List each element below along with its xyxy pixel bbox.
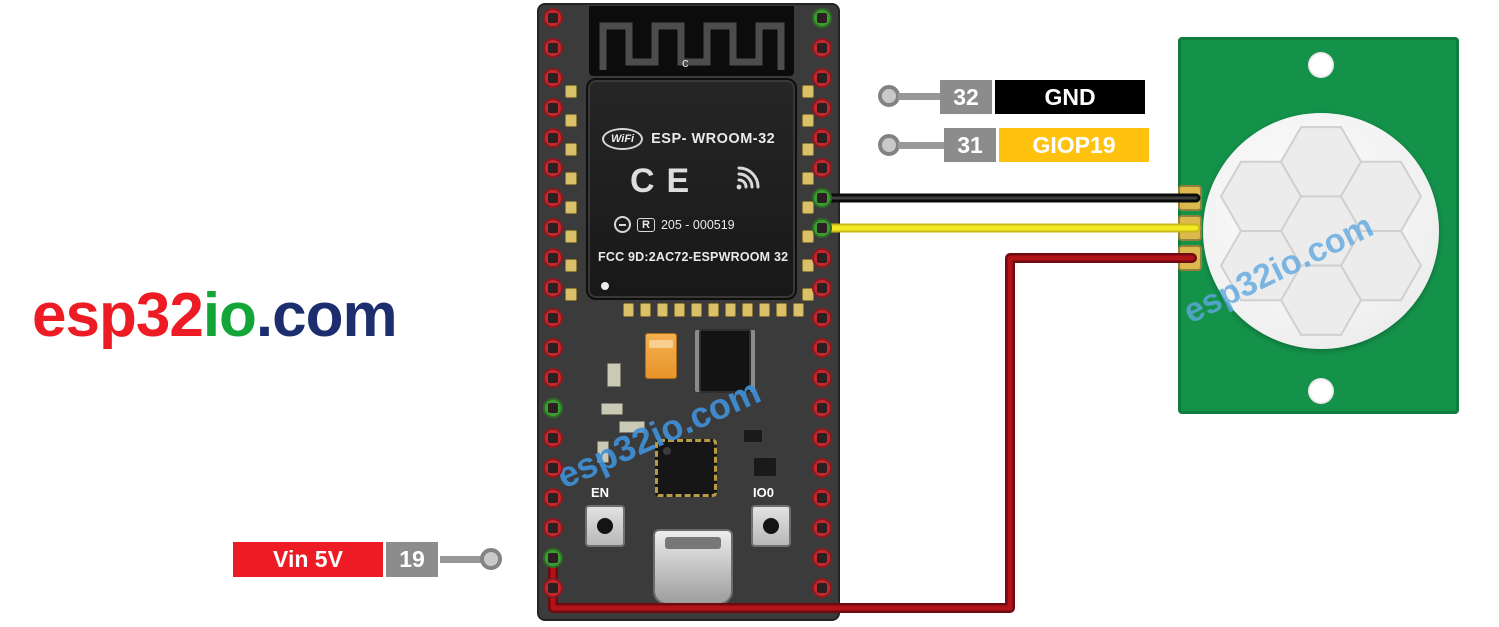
passive-component	[601, 403, 623, 415]
solder-pad	[691, 303, 702, 317]
pin1-dot	[601, 282, 609, 290]
solder-pad	[674, 303, 685, 317]
solder-pad	[802, 288, 814, 301]
gpio19-label: GIOP19	[999, 128, 1149, 162]
solder-pad	[802, 143, 814, 156]
solder-pad	[565, 114, 577, 127]
fcc-id-label: FCC 9D:2AC72-ESPWROOM 32	[598, 250, 789, 264]
mounting-hole-top	[1308, 52, 1334, 78]
solder-pad	[623, 303, 634, 317]
solder-pad	[565, 230, 577, 243]
solder-pad	[708, 303, 719, 317]
solder-pad	[565, 143, 577, 156]
logo-com-text: .com	[255, 281, 398, 350]
solder-pad	[759, 303, 770, 317]
solder-pad	[802, 114, 814, 127]
solder-pad	[742, 303, 753, 317]
en-button-label: EN	[591, 485, 610, 500]
ce-mark-label: CE	[630, 162, 702, 200]
logo-io-text: io	[202, 281, 257, 350]
usb-port-opening	[665, 537, 721, 549]
vin-label: Vin 5V	[233, 542, 383, 577]
cert-circle-mark	[614, 216, 631, 233]
esp32-dev-board: c WiFi ESP- WROOM-32 CE R 205 - 000519 F…	[537, 3, 840, 621]
pcb-antenna	[589, 6, 794, 76]
wifi-logo-badge: WiFi	[602, 128, 644, 150]
gnd-lead-circle	[878, 85, 900, 107]
solder-pad	[565, 172, 577, 185]
micro-usb-connector	[653, 529, 733, 605]
gpio19-lead-stem	[898, 142, 944, 149]
gpio19-pin-number: 31	[944, 128, 996, 162]
module-name-label: ESP- WROOM-32	[651, 131, 776, 147]
passive-component	[607, 363, 621, 387]
sensor-pin-out	[1178, 215, 1202, 241]
solder-pad	[802, 201, 814, 214]
solder-pad	[725, 303, 736, 317]
small-ic	[753, 457, 777, 477]
metal-shield: WiFi ESP- WROOM-32 CE R 205 - 000519 FCC…	[586, 78, 797, 300]
solder-pad	[776, 303, 787, 317]
io0-button-label: IO0	[753, 485, 774, 500]
gnd-label: GND	[995, 80, 1145, 114]
reg-mark: R	[637, 217, 655, 232]
io0-button	[751, 505, 791, 547]
regulator-ic	[699, 329, 751, 393]
usb-uart-chip	[655, 439, 717, 497]
wifi-arcs-icon	[736, 166, 760, 190]
small-ic	[743, 429, 763, 443]
solder-pad	[640, 303, 651, 317]
site-logo: esp32io.com	[32, 280, 398, 351]
en-button	[585, 505, 625, 547]
logo-esp32-text: esp32	[32, 281, 204, 350]
mounting-hole-bottom	[1308, 378, 1334, 404]
vin-lead-stem	[440, 556, 482, 563]
solder-pad	[565, 259, 577, 272]
solder-pad	[802, 259, 814, 272]
fresnel-facets	[1219, 126, 1423, 336]
antenna-trace	[599, 22, 785, 70]
gnd-pin-number: 32	[940, 80, 992, 114]
solder-pad	[565, 85, 577, 98]
capacitor-component	[645, 333, 677, 379]
vin-pin-number: 19	[386, 542, 438, 577]
vin-lead-circle	[480, 548, 502, 570]
gnd-lead-stem	[898, 93, 942, 100]
solder-pad	[802, 230, 814, 243]
pir-motion-sensor: esp32io.com	[1177, 37, 1459, 414]
solder-pad	[565, 201, 577, 214]
solder-pad	[802, 85, 814, 98]
antenna-label: c	[682, 55, 689, 70]
reg-number-label: 205 - 000519	[660, 217, 735, 232]
gpio19-lead-circle	[878, 134, 900, 156]
sensor-pin-gnd	[1178, 185, 1202, 211]
sensor-pin-vcc	[1178, 245, 1202, 271]
solder-pad	[657, 303, 668, 317]
passive-component	[619, 421, 645, 433]
solder-pad	[793, 303, 804, 317]
passive-component	[597, 441, 609, 463]
lens-facet	[1339, 160, 1423, 232]
solder-pad	[802, 172, 814, 185]
solder-pad	[565, 288, 577, 301]
